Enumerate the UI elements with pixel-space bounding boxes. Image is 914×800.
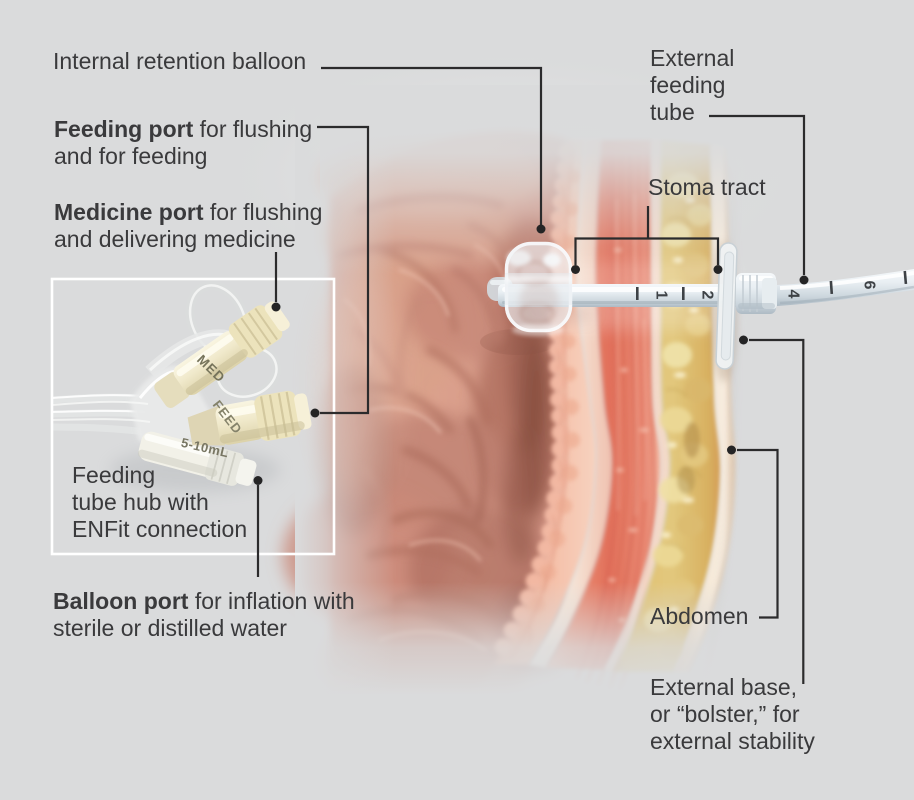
svg-text:6: 6 xyxy=(861,281,878,290)
svg-text:1: 1 xyxy=(653,291,670,300)
svg-text:2: 2 xyxy=(699,291,716,300)
svg-text:4: 4 xyxy=(785,290,802,299)
